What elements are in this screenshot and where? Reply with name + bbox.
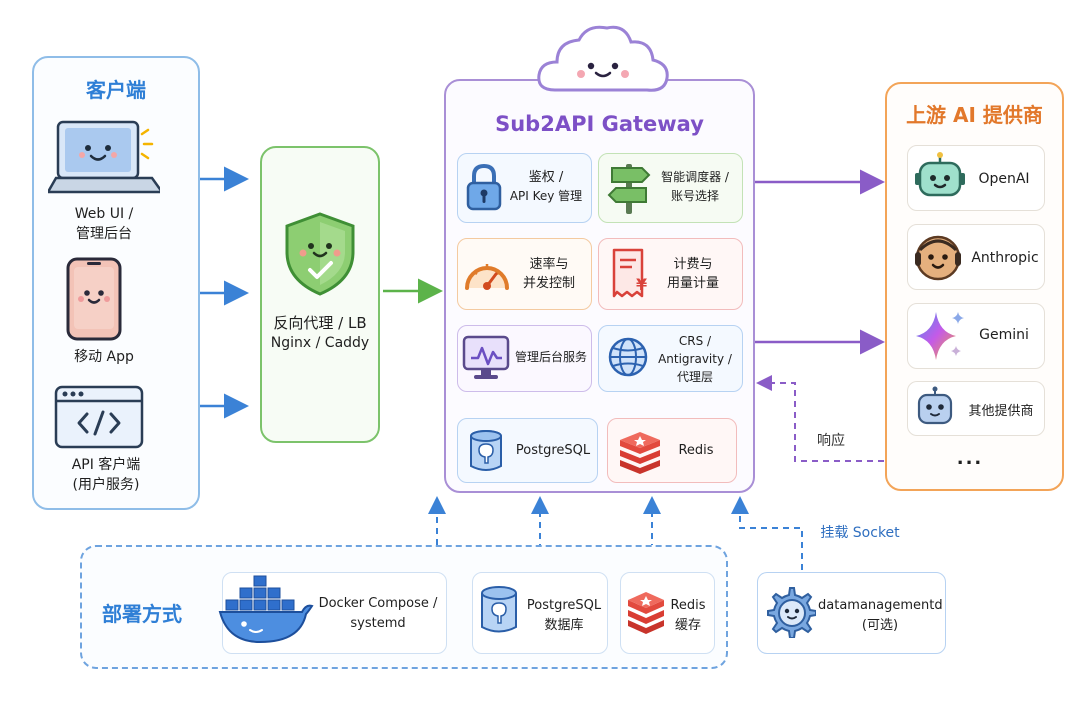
deploy-pg-line1: PostgreSQL bbox=[526, 598, 602, 613]
client-web-line2: 管理后台 bbox=[76, 226, 132, 242]
providers-more-ellipsis: ... bbox=[956, 448, 984, 469]
deploy-title: 部署方式 bbox=[102, 602, 182, 626]
receipt-icon: ¥ bbox=[612, 248, 647, 298]
client-api-label: API 客户端 (用户服务) bbox=[42, 455, 170, 495]
lock-icon bbox=[466, 163, 502, 211]
deploy-redis-icon bbox=[628, 592, 664, 634]
gear-mascot-icon bbox=[767, 587, 816, 638]
gateway-redis-card bbox=[607, 418, 737, 483]
datamanagementd-label: datamanagementd (可选) bbox=[818, 596, 943, 636]
deploy-redis-label: Redis 缓存 bbox=[664, 596, 712, 636]
arrow-mount-socket bbox=[731, 496, 803, 570]
client-api-line2: (用户服务) bbox=[72, 477, 140, 493]
gemini-sparkle-icon bbox=[916, 312, 964, 360]
svg-text:¥: ¥ bbox=[636, 275, 647, 294]
code-window-icon bbox=[54, 385, 144, 449]
provider-other-label: 其他提供商 bbox=[968, 404, 1034, 419]
deploy-postgres-icon bbox=[481, 586, 517, 633]
cloud-mascot-icon bbox=[537, 25, 669, 92]
provider-openai-label: OpenAI bbox=[978, 171, 1030, 187]
crs-line3: 代理层 bbox=[676, 370, 713, 384]
client-web-line1: Web UI / bbox=[74, 206, 134, 222]
crs-label: CRS / Antigravity / 代理层 bbox=[648, 332, 742, 386]
client-api-line1: API 客户端 bbox=[71, 457, 141, 473]
monitor-icon bbox=[462, 335, 510, 379]
mount-socket-label: 挂载 Socket bbox=[820, 525, 900, 541]
face-icon bbox=[915, 235, 961, 281]
small-robot-icon bbox=[917, 386, 953, 425]
datamgmt-line2: (可选) bbox=[861, 618, 899, 633]
client-mobile-label: 移动 App bbox=[74, 349, 134, 365]
postgres-database-icon bbox=[470, 430, 502, 471]
deploy-redis-card bbox=[620, 572, 715, 654]
redis-icon bbox=[620, 432, 660, 474]
docker-label: Docker Compose / systemd bbox=[312, 594, 444, 634]
arrow-response bbox=[756, 375, 884, 462]
auth-label: 鉴权 / API Key 管理 bbox=[500, 168, 592, 206]
proxy-label-line1: 反向代理 / LB bbox=[273, 314, 367, 332]
rate-line1: 速率与 bbox=[529, 257, 569, 272]
robot-icon bbox=[915, 152, 965, 197]
docker-whale-icon bbox=[218, 575, 314, 644]
auth-line1: 鉴权 / bbox=[528, 170, 564, 185]
scheduler-line2: 账号选择 bbox=[670, 189, 719, 203]
auth-line2: API Key 管理 bbox=[509, 189, 583, 203]
response-label: 响应 bbox=[817, 433, 845, 449]
speedometer-icon bbox=[465, 264, 509, 290]
rate-line2: 并发控制 bbox=[522, 276, 575, 291]
billing-line1: 计费与 bbox=[673, 257, 713, 272]
billing-label: 计费与 用量计量 bbox=[650, 255, 736, 293]
crs-line1: CRS / bbox=[678, 334, 712, 348]
scheduler-line1: 智能调度器 / bbox=[661, 170, 729, 184]
laptop-icon bbox=[48, 120, 160, 194]
gateway-redis-label: Redis bbox=[678, 443, 714, 458]
rate-limit-label: 速率与 并发控制 bbox=[508, 255, 590, 293]
deploy-pg-line2: 数据库 bbox=[544, 618, 584, 633]
docker-line1: Docker Compose / bbox=[318, 596, 438, 611]
docker-line2: systemd bbox=[350, 616, 406, 631]
admin-service-label: 管理后台服务 bbox=[514, 350, 587, 364]
mobile-phone-icon bbox=[66, 257, 122, 341]
gateway-title: Sub2API Gateway bbox=[495, 112, 704, 136]
providers-title: 上游 AI 提供商 bbox=[906, 103, 1043, 127]
billing-line2: 用量计量 bbox=[666, 276, 719, 291]
datamgmt-line1: datamanagementd bbox=[818, 598, 943, 613]
clients-title: 客户端 bbox=[86, 78, 146, 102]
provider-anthropic-label: Anthropic bbox=[971, 250, 1039, 266]
deploy-redis-line2: 缓存 bbox=[674, 618, 701, 633]
shield-icon bbox=[285, 212, 355, 296]
scheduler-label: 智能调度器 / 账号选择 bbox=[648, 168, 742, 206]
signpost-icon bbox=[607, 164, 651, 214]
client-web-label: Web UI / 管理后台 bbox=[50, 204, 158, 244]
crs-line2: Antigravity / bbox=[658, 352, 732, 366]
proxy-label-line2: Nginx / Caddy bbox=[270, 335, 370, 351]
deploy-postgres-label: PostgreSQL 数据库 bbox=[522, 596, 606, 636]
deploy-redis-line1: Redis bbox=[670, 598, 706, 613]
gateway-postgres-label: PostgreSQL bbox=[515, 443, 591, 458]
globe-icon bbox=[608, 337, 648, 377]
provider-gemini-label: Gemini bbox=[979, 327, 1029, 343]
